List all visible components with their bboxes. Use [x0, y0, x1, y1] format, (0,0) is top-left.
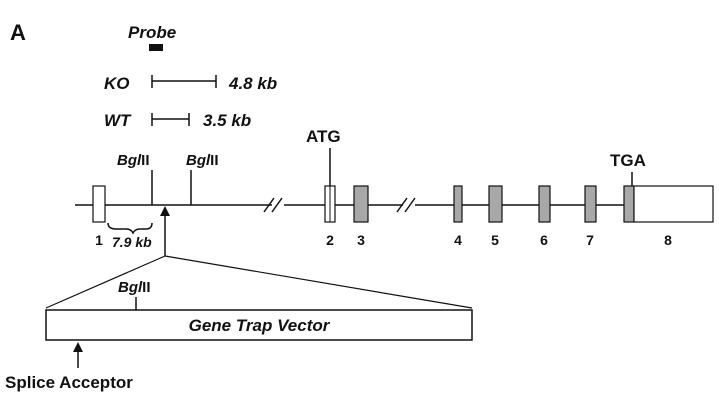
exon-7: 7 [584, 185, 597, 248]
distance-label: 7.9 kb [112, 234, 152, 250]
exon-1: 1 [92, 185, 106, 248]
exon-6: 6 [538, 185, 551, 248]
exon-4-number: 4 [454, 232, 462, 248]
ko-label: KO [104, 74, 130, 93]
ko-fragment-bar [151, 75, 217, 88]
probe-label: Probe [128, 23, 176, 42]
exon-7-number: 7 [586, 232, 594, 248]
exon-8-number: 8 [664, 232, 672, 248]
exon-8-coding-part [623, 185, 635, 223]
bglii-site-1-label: BglII [117, 152, 150, 169]
probe-bar [149, 44, 163, 51]
ko-size-label: 4.8 kb [228, 74, 277, 93]
exon-1-number: 1 [95, 232, 103, 248]
distance-brace [107, 222, 153, 235]
exon-8-utr-part [633, 185, 714, 223]
exon-5-number: 5 [491, 232, 499, 248]
gene-trap-vector-label: Gene Trap Vector [189, 316, 331, 335]
splice-acceptor-arrow-head [73, 342, 83, 352]
wt-fragment-bar [151, 113, 190, 126]
gene-trap-vector-box [45, 309, 473, 341]
exon-6-number: 6 [540, 232, 548, 248]
axis-break-mark-1 [263, 197, 283, 213]
atg-label: ATG [306, 127, 341, 146]
bglii-vector-label: BglII [118, 279, 151, 296]
panel-label: A [10, 20, 26, 45]
wt-label: WT [104, 111, 132, 130]
exon-2-number: 2 [326, 232, 334, 248]
axis-break-mark-2 [396, 197, 416, 213]
bglii-site-2-label: BglII [186, 152, 219, 169]
splice-acceptor-label: Splice Acceptor [5, 373, 133, 392]
exon-3-number: 3 [357, 232, 365, 248]
tga-label: TGA [610, 151, 646, 170]
insertion-arrow-head [160, 206, 170, 216]
wt-size-label: 3.5 kb [203, 111, 251, 130]
exon-2: 2 [324, 185, 336, 248]
exon-3: 3 [353, 185, 369, 248]
expansion-line-left [45, 255, 166, 309]
expansion-line-right [164, 255, 473, 309]
exon-4: 4 [453, 185, 463, 248]
exon-8: 8 [623, 185, 714, 248]
exon-5: 5 [488, 185, 503, 248]
